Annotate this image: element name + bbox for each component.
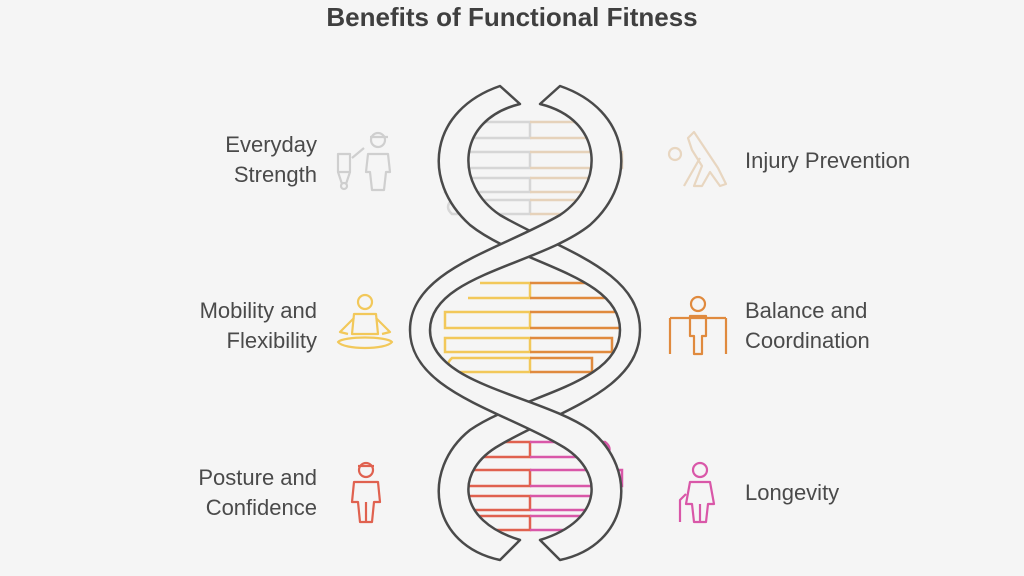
benefit-label-mobility-flexibility: Mobility and Flexibility — [199, 298, 317, 353]
benefit-label-everyday-strength: Everyday Strength — [225, 132, 317, 187]
helix-strands — [408, 84, 642, 562]
person-with-cart-icon — [336, 131, 392, 192]
rungs-middle — [443, 281, 624, 374]
elderly-cane-icon — [678, 461, 716, 524]
benefit-label-balance-coordination: Balance and Coordination — [745, 298, 870, 353]
standing-person-icon — [350, 461, 382, 524]
stretching-person-icon — [667, 130, 728, 188]
benefit-label-injury-prevention: Injury Prevention — [745, 148, 911, 173]
meditation-icon — [336, 293, 394, 350]
benefit-label-posture-confidence: Posture and Confidence — [198, 465, 317, 520]
balance-bar-icon — [668, 295, 728, 356]
benefit-label-longevity: Longevity — [745, 480, 840, 505]
diagram-title: Benefits of Functional Fitness — [326, 2, 698, 32]
